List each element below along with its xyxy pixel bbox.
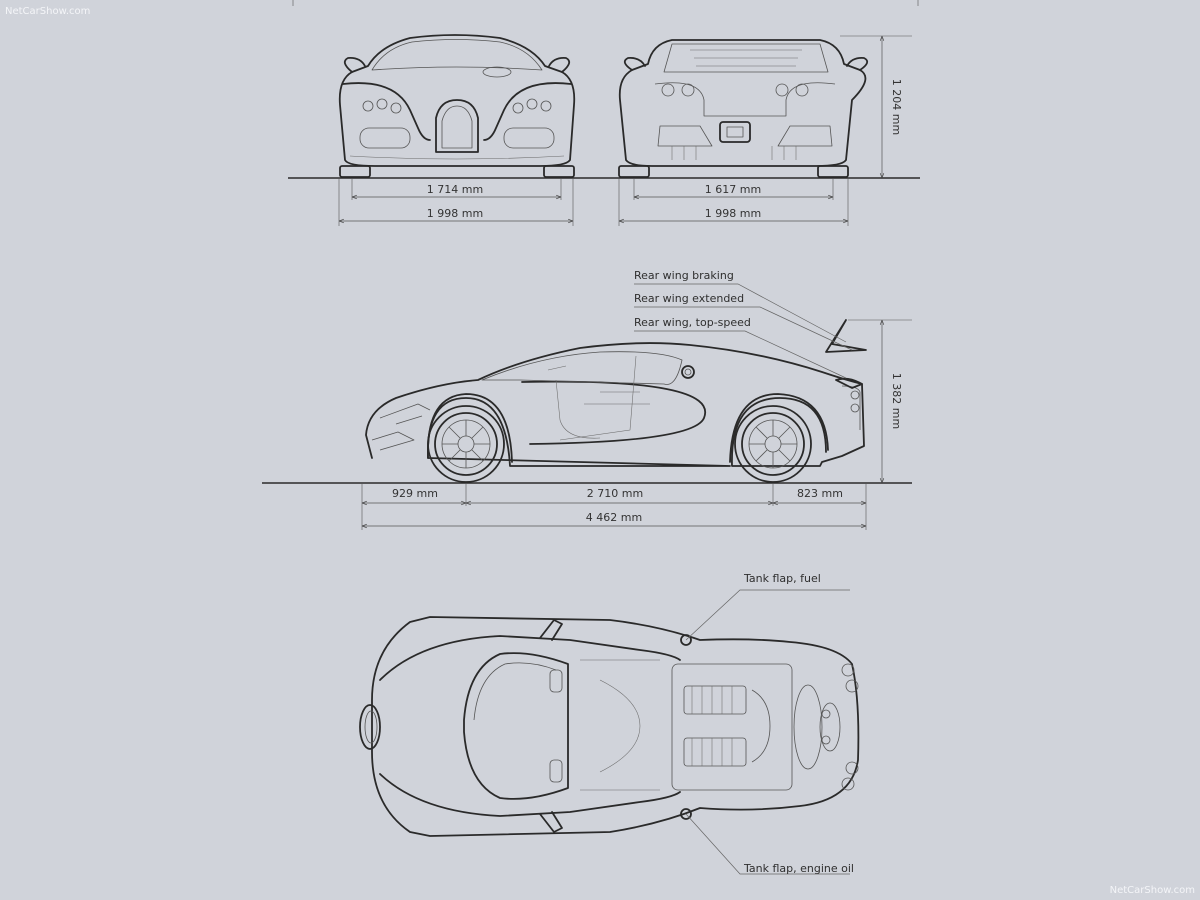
rear-track-label: 1 617 mm (705, 183, 761, 196)
front-track-label: 1 714 mm (427, 183, 483, 196)
watermark-top: NetCarShow.com (5, 6, 90, 17)
rear-height-label: 1 204 mm (890, 79, 903, 135)
watermark-bottom: NetCarShow.com (1110, 885, 1195, 896)
wing-braking-label: Rear wing braking (634, 269, 734, 282)
front-width-label: 1 998 mm (427, 207, 483, 220)
top-view: Tank flap, fuel Tank flap, engine oil (359, 572, 860, 875)
rear-overhang-label: 823 mm (797, 487, 843, 500)
wing-topspeed-label: Rear wing, top-speed (634, 316, 751, 329)
rear-width-label: 1 998 mm (705, 207, 761, 220)
overall-length-label: 4 462 mm (586, 511, 642, 524)
wing-extended-label: Rear wing extended (634, 292, 744, 305)
wheelbase-label: 2 710 mm (587, 487, 643, 500)
oil-flap-label: Tank flap, engine oil (743, 862, 854, 875)
front-overhang-label: 929 mm (392, 487, 438, 500)
side-height-label: 1 382 mm (890, 373, 903, 429)
fuel-flap-label: Tank flap, fuel (743, 572, 821, 585)
side-view: Rear wing braking Rear wing extended Rea… (262, 269, 912, 530)
front-view: 1 714 mm 1 998 mm (288, 34, 920, 226)
rear-view: 1 204 mm 1 617 mm 1 998 mm (618, 35, 912, 226)
